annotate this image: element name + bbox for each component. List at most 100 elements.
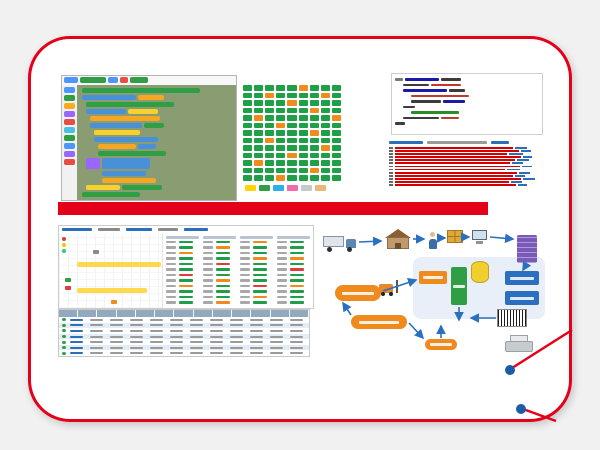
grid-block bbox=[265, 152, 275, 159]
warehouse-flow-diagram bbox=[321, 227, 549, 367]
code-line bbox=[403, 105, 539, 108]
gantt-area bbox=[59, 234, 163, 308]
table-header bbox=[59, 310, 310, 317]
cell-text bbox=[230, 335, 243, 338]
grid-block bbox=[276, 92, 286, 99]
block-row bbox=[86, 158, 236, 169]
grid-block bbox=[276, 122, 286, 129]
value-row bbox=[166, 301, 199, 304]
grid-block bbox=[276, 115, 286, 121]
truck-wheel bbox=[327, 247, 332, 252]
value-label bbox=[203, 246, 213, 249]
grid-block bbox=[331, 115, 341, 121]
value-label bbox=[240, 257, 250, 260]
grid-block bbox=[331, 100, 341, 106]
table-cell bbox=[188, 318, 208, 321]
text-bar bbox=[98, 151, 166, 156]
value-number bbox=[216, 284, 230, 288]
code-line bbox=[395, 78, 539, 81]
truck-wheel bbox=[347, 247, 352, 252]
grid-block bbox=[287, 152, 297, 159]
header-cell bbox=[78, 310, 98, 317]
cell-text bbox=[150, 318, 163, 321]
forklift-body bbox=[379, 284, 393, 293]
value-number bbox=[290, 301, 304, 304]
grid-block bbox=[298, 100, 308, 106]
value-number bbox=[216, 257, 230, 260]
grid-block bbox=[254, 145, 264, 151]
cell-text bbox=[70, 352, 83, 355]
text-bar bbox=[405, 78, 439, 81]
grid-block bbox=[298, 85, 308, 91]
grid-block bbox=[298, 137, 308, 144]
grid-block bbox=[298, 130, 308, 136]
value-number bbox=[290, 279, 304, 282]
value-label bbox=[203, 268, 213, 271]
table-cell bbox=[208, 318, 228, 321]
grid-block bbox=[287, 100, 297, 106]
log-lines bbox=[389, 147, 545, 186]
value-label bbox=[240, 251, 250, 255]
cell-text bbox=[270, 324, 283, 327]
grid-block bbox=[243, 130, 253, 136]
toolbar-block bbox=[130, 77, 148, 83]
log-link-text bbox=[523, 156, 532, 159]
table-cell bbox=[108, 318, 128, 321]
grid-block bbox=[287, 122, 297, 129]
grid-block bbox=[331, 175, 341, 181]
value-row bbox=[277, 295, 310, 299]
table-cell bbox=[168, 341, 188, 344]
table-cell bbox=[128, 341, 148, 344]
log-line-number bbox=[389, 181, 393, 183]
log-link-text bbox=[509, 153, 523, 155]
header-cell bbox=[232, 310, 252, 317]
value-label bbox=[277, 284, 287, 288]
table-cell bbox=[228, 341, 248, 344]
log-line bbox=[389, 147, 545, 149]
header-cell bbox=[174, 310, 194, 317]
grid-block bbox=[276, 130, 286, 136]
grid-block bbox=[254, 167, 264, 174]
palette-tab bbox=[273, 185, 284, 191]
text-bar bbox=[90, 123, 142, 128]
block-row bbox=[102, 178, 236, 183]
cell-text bbox=[90, 324, 103, 327]
value-number bbox=[253, 241, 267, 244]
box-label-bar bbox=[510, 296, 534, 300]
value-label bbox=[240, 241, 250, 244]
value-row bbox=[203, 257, 236, 260]
value-row bbox=[203, 246, 236, 249]
table-cell bbox=[268, 352, 288, 355]
grid-block bbox=[320, 145, 330, 151]
cell-text bbox=[110, 341, 123, 344]
grid-block bbox=[320, 122, 330, 129]
table-cell bbox=[68, 324, 88, 327]
value-label bbox=[240, 268, 250, 271]
value-label bbox=[166, 284, 176, 288]
cell-text bbox=[270, 341, 283, 344]
value-row bbox=[277, 251, 310, 255]
palette-block bbox=[64, 151, 75, 157]
database-cylinder bbox=[471, 261, 489, 283]
flow-arrow bbox=[382, 277, 418, 292]
value-label bbox=[166, 251, 176, 255]
cell-text bbox=[210, 352, 223, 355]
box-label-bar bbox=[429, 343, 453, 346]
grid-block bbox=[265, 167, 275, 174]
value-number bbox=[253, 251, 267, 255]
column-header bbox=[240, 236, 273, 239]
table-cell bbox=[208, 341, 228, 344]
value-row bbox=[240, 241, 273, 244]
grid-block bbox=[243, 115, 253, 121]
block-row bbox=[82, 192, 236, 197]
table-cell bbox=[188, 352, 208, 355]
log-line bbox=[389, 150, 545, 152]
table-cell bbox=[288, 318, 308, 321]
value-row bbox=[166, 257, 199, 260]
gantt-cell bbox=[65, 286, 71, 290]
value-label bbox=[166, 279, 176, 282]
grid-block bbox=[331, 160, 341, 166]
value-row bbox=[277, 290, 310, 293]
log-line-number bbox=[389, 159, 393, 162]
grid-block bbox=[309, 92, 319, 99]
